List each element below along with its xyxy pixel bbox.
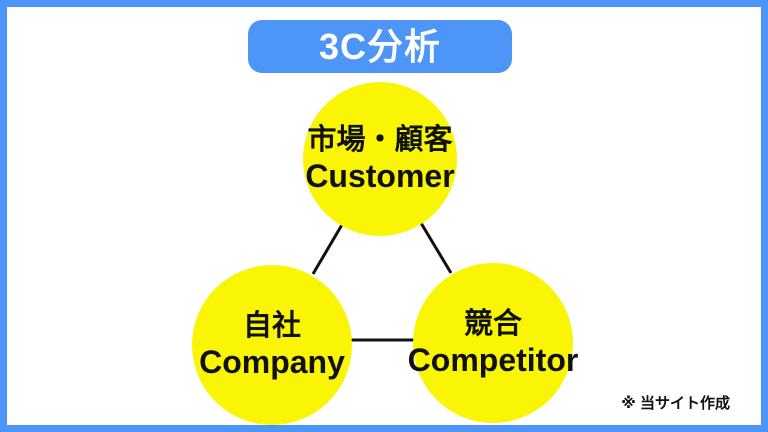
node-company-label-jp: 自社 (242, 310, 301, 343)
footnote: ※ 当サイト作成 (621, 395, 730, 412)
node-competitor-label-jp: 競合 (463, 308, 522, 341)
node-company: 自社 Company (192, 265, 352, 425)
connector-customer-company (311, 222, 345, 275)
node-customer-label-en: Customer (305, 158, 455, 194)
node-competitor: 競合 Competitor (408, 263, 578, 423)
title-box: 3C分析 (248, 20, 512, 73)
connector-customer-competitor (419, 222, 453, 274)
node-competitor-label-en: Competitor (407, 342, 579, 378)
node-customer-label-jp: 市場・顧客 (307, 124, 453, 157)
node-company-label-en: Company (199, 344, 345, 380)
page-title: 3C分析 (318, 25, 442, 67)
node-customer: 市場・顧客 Customer (303, 82, 457, 236)
